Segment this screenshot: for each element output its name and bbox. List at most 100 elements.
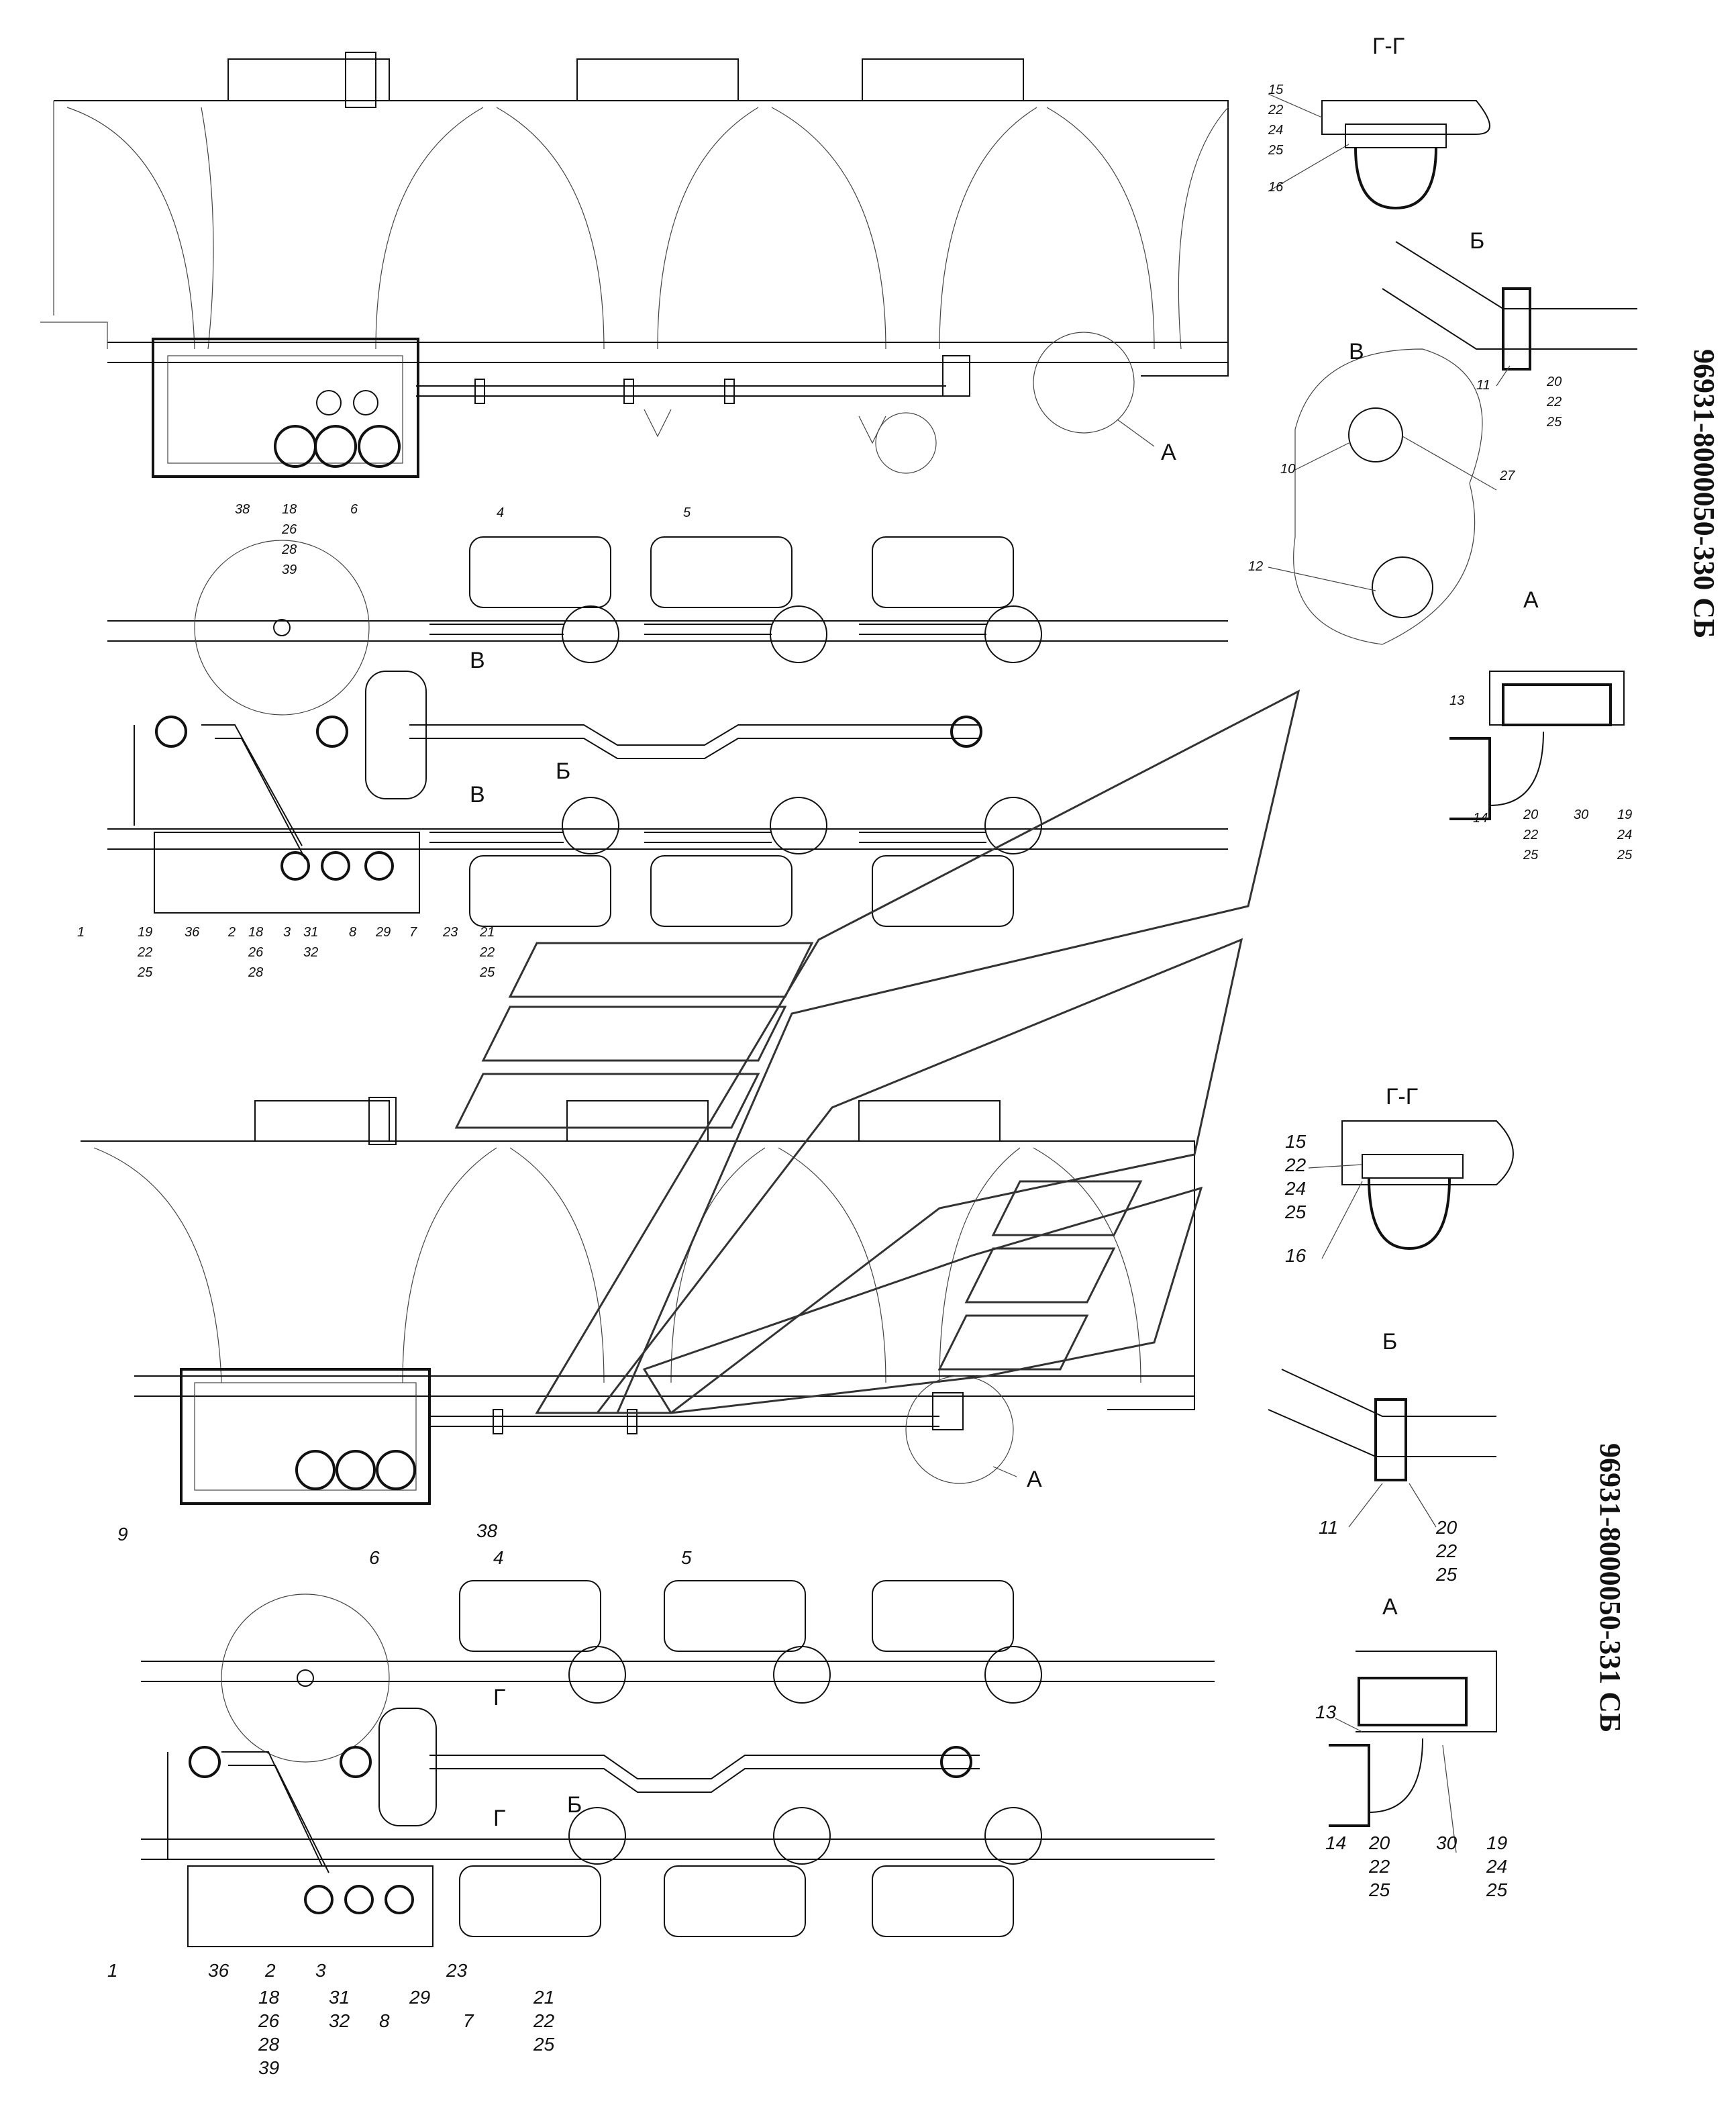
- label-V-bottom: В: [470, 782, 485, 807]
- label-39: 39: [282, 562, 297, 577]
- label-18: 18: [258, 1987, 280, 2008]
- b-label-20: 20: [1546, 375, 1562, 389]
- label-19: 19: [138, 925, 152, 940]
- label-7: 7: [463, 2010, 474, 2031]
- a-label-20: 20: [1368, 1832, 1390, 1853]
- bottom-side-view: [81, 1097, 1195, 1505]
- gg-label-22: 22: [1268, 103, 1283, 117]
- a-label-19: 19: [1486, 1832, 1507, 1853]
- label-29: 29: [375, 925, 391, 940]
- a-label-25b: 25: [1617, 848, 1633, 863]
- label-8: 8: [379, 2010, 390, 2031]
- gg-label-25: 25: [1268, 143, 1284, 158]
- drawing-code-top: 96931-8000050-330 СБ: [1688, 349, 1721, 638]
- bottom-plan-view: [141, 1580, 1215, 1947]
- label-28: 28: [281, 542, 297, 557]
- label-25: 25: [137, 965, 153, 980]
- a-label-25: 25: [1523, 848, 1539, 863]
- gg-label-24: 24: [1268, 123, 1283, 138]
- b-label-11: 11: [1319, 1517, 1338, 1538]
- label-26: 26: [281, 522, 297, 537]
- label-32: 32: [303, 945, 318, 960]
- label-5: 5: [681, 1547, 692, 1568]
- a-label-25: 25: [1368, 1879, 1390, 1900]
- label-23: 23: [442, 925, 458, 940]
- label-6: 6: [369, 1547, 380, 1568]
- label-18: 18: [248, 925, 263, 940]
- drawing-code-bottom: 96931-8000050-331 СБ: [1594, 1443, 1627, 1732]
- label-5: 5: [683, 505, 691, 520]
- a-label-24: 24: [1486, 1856, 1507, 1877]
- b-label-11: 11: [1476, 378, 1490, 393]
- a-label-14: 14: [1325, 1832, 1346, 1853]
- label-3: 3: [283, 925, 291, 940]
- label-A: А: [1027, 1467, 1042, 1492]
- gg-label-25: 25: [1284, 1201, 1307, 1222]
- label-22: 22: [479, 945, 495, 960]
- label-G-bottom: Г: [493, 1806, 505, 1831]
- a-label-13: 13: [1449, 693, 1464, 708]
- a-label-22: 22: [1523, 828, 1538, 842]
- label-18: 18: [282, 502, 297, 517]
- label-26: 26: [258, 2010, 280, 2031]
- a-label-22: 22: [1368, 1856, 1390, 1877]
- b-label-20: 20: [1435, 1517, 1458, 1538]
- a-label-13: 13: [1315, 1702, 1337, 1722]
- a-label-30: 30: [1574, 807, 1588, 822]
- gg-label-24: 24: [1284, 1178, 1306, 1199]
- bottom-detail-gg: [1308, 1120, 1514, 1259]
- label-2: 2: [264, 1960, 276, 1981]
- label-25: 25: [533, 2034, 555, 2055]
- top-detail-v: [1268, 348, 1497, 645]
- label-26: 26: [248, 945, 264, 960]
- label-6: 6: [350, 502, 358, 517]
- label-9: 9: [117, 1524, 128, 1544]
- detail-gg-title: Г-Г: [1372, 34, 1405, 59]
- label-G-top: Г: [493, 1685, 505, 1710]
- top-detail-gg: [1268, 93, 1490, 210]
- detail-a-title: А: [1382, 1594, 1398, 1620]
- a-label-19: 19: [1617, 807, 1632, 822]
- label-4: 4: [497, 505, 504, 520]
- label-32: 32: [329, 2010, 350, 2031]
- detail-b-title: Б: [1382, 1329, 1397, 1355]
- b-label-22: 22: [1546, 395, 1562, 409]
- detail-gg-title: Г-Г: [1386, 1084, 1418, 1110]
- a-label-25b: 25: [1486, 1879, 1508, 1900]
- label-39: 39: [258, 2057, 279, 2078]
- label-31: 31: [303, 925, 318, 940]
- label-29: 29: [409, 1987, 430, 2008]
- label-4: 4: [493, 1547, 504, 1568]
- top-detail-a: [1449, 671, 1625, 820]
- label-38: 38: [235, 502, 250, 517]
- bottom-detail-b: [1268, 1369, 1496, 1528]
- label-28: 28: [258, 2034, 280, 2055]
- top-plan-view: [107, 536, 1228, 927]
- detail-a-title: А: [1523, 587, 1539, 613]
- label-2: 2: [227, 925, 236, 940]
- detail-v-title: В: [1349, 339, 1364, 364]
- label-3: 3: [315, 1960, 326, 1981]
- b-label-22: 22: [1435, 1540, 1458, 1561]
- label-22: 22: [533, 2010, 555, 2031]
- gg-label-16: 16: [1285, 1245, 1307, 1266]
- label-V-top: В: [470, 648, 485, 673]
- gg-label-15: 15: [1268, 83, 1284, 97]
- top-detail-b: [1382, 241, 1637, 387]
- watermark-logo: [454, 689, 1300, 1414]
- v-label-27: 27: [1499, 469, 1515, 483]
- a-label-24: 24: [1617, 828, 1632, 842]
- v-label-10: 10: [1280, 462, 1295, 477]
- label-31: 31: [329, 1987, 350, 2008]
- label-1: 1: [77, 925, 85, 940]
- label-B: Б: [556, 758, 570, 784]
- a-label-20: 20: [1523, 807, 1538, 822]
- b-label-25: 25: [1435, 1564, 1458, 1585]
- label-23: 23: [446, 1960, 468, 1981]
- label-28: 28: [248, 965, 263, 980]
- a-label-30: 30: [1436, 1832, 1458, 1853]
- gg-label-15: 15: [1285, 1131, 1307, 1152]
- b-label-25: 25: [1546, 415, 1562, 430]
- label-38: 38: [476, 1520, 498, 1541]
